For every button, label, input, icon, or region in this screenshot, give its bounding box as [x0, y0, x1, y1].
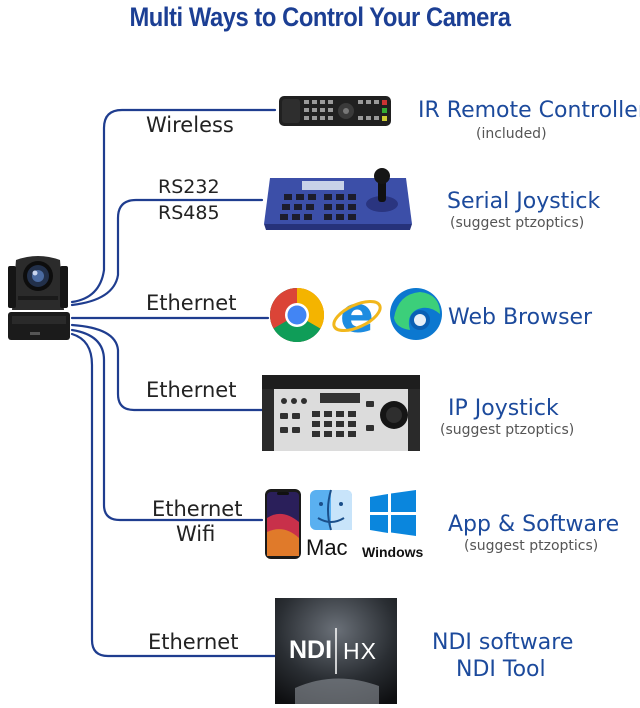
connection-label: Ethernet	[146, 378, 237, 402]
connection-label: Ethernet	[152, 497, 243, 521]
ir-remote-icon	[279, 96, 391, 126]
device-name: NDI Tool	[456, 657, 546, 682]
iphone-icon	[265, 489, 301, 559]
windows-label: Windows	[362, 544, 424, 560]
edge-icon	[390, 288, 442, 340]
wire-wireless	[70, 108, 277, 304]
wire-serial	[70, 198, 264, 307]
connection-label: RS232	[158, 176, 220, 198]
wire-ethernet-app	[70, 328, 264, 522]
svg-text:e: e	[340, 288, 374, 342]
wire-ethernet-ipjoystick	[70, 323, 264, 412]
serial-joystick-icon	[264, 168, 412, 230]
device-note: (included)	[476, 126, 547, 142]
device-note: (suggest ptzoptics)	[464, 538, 599, 554]
diagram-title: Multi Ways to Control Your Camera	[129, 2, 511, 32]
hx-logo-text: HX	[343, 638, 377, 664]
ie-icon: e	[332, 288, 382, 342]
device-note: (suggest ptzoptics)	[440, 422, 575, 438]
device-name: IR Remote Controller	[418, 98, 640, 123]
ip-joystick-icon	[262, 375, 420, 451]
ndi-hx-icon: NDI HX	[275, 598, 397, 704]
connection-label: RS485	[158, 202, 220, 224]
device-note: (suggest ptzoptics)	[450, 215, 585, 231]
device-name: IP Joystick	[448, 396, 559, 421]
mac-label: Mac	[306, 535, 348, 560]
device-name: App & Software	[448, 512, 620, 537]
connection-label: Wireless	[146, 113, 234, 137]
connection-label: Wifi	[176, 522, 216, 546]
device-name: Serial Joystick	[447, 189, 601, 214]
wire-ethernet-ndi	[70, 332, 277, 658]
ndi-background	[275, 598, 397, 704]
ndi-logo-text: NDI	[289, 636, 333, 664]
chrome-icon	[269, 288, 325, 343]
connection-label: Ethernet	[148, 630, 239, 654]
connection-label: Ethernet	[146, 291, 237, 315]
windows-icon	[370, 490, 416, 536]
mac-finder-icon	[310, 489, 352, 531]
ptz-camera-icon	[8, 256, 70, 340]
device-name: NDI software	[432, 630, 574, 655]
device-name: Web Browser	[448, 305, 593, 330]
